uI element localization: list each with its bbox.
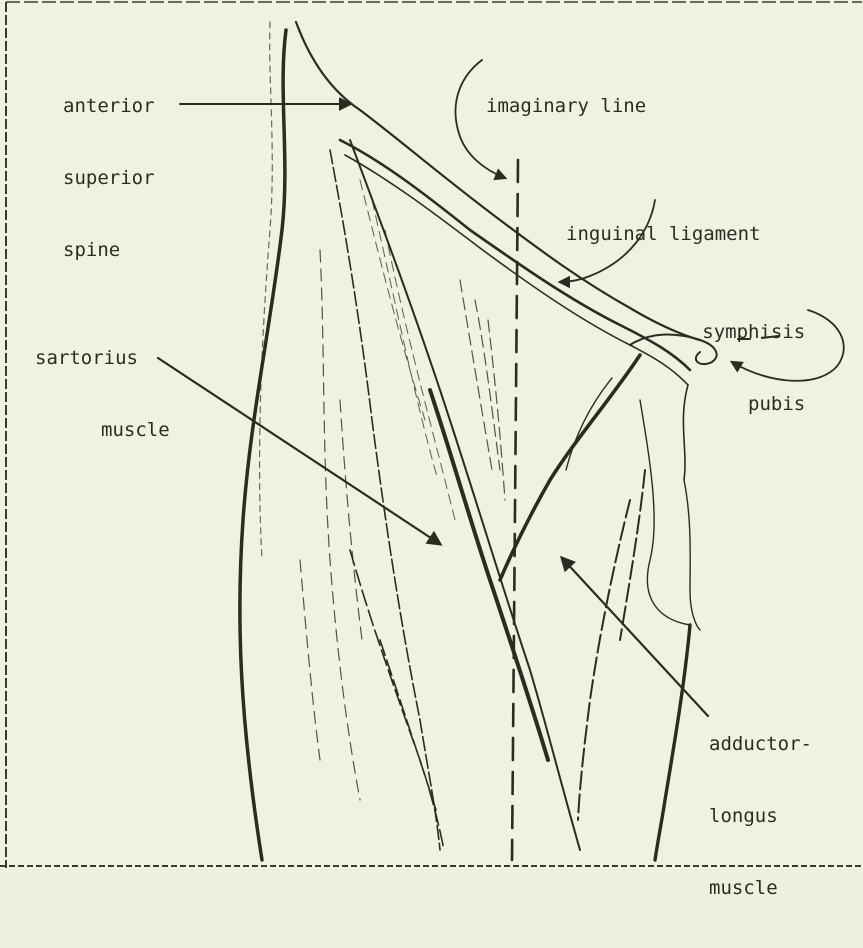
thigh-outer-outline xyxy=(240,30,286,860)
imaginary-line xyxy=(512,160,518,860)
sartorius-strong-edge xyxy=(430,390,548,760)
label-symphisis-pubis: symphisis pubis xyxy=(702,272,805,464)
label-line: inguinal ligament xyxy=(566,222,760,246)
label-line: symphisis xyxy=(702,320,805,344)
label-anterior-superior-spine: anterior superior spine xyxy=(63,46,155,310)
label-imaginary-line: imaginary line xyxy=(486,46,646,166)
thigh-outer-outline-shade xyxy=(260,22,273,560)
arrow-sartorius-muscle xyxy=(158,358,440,544)
label-line: longus xyxy=(709,804,812,828)
label-line: anterior xyxy=(63,94,155,118)
label-line: spine xyxy=(63,238,155,262)
anatomy-figure: anterior superior spine imaginary line i… xyxy=(0,0,863,869)
arrow-adductor-longus-muscle xyxy=(562,558,708,716)
label-sartorius-muscle: sartorius muscle xyxy=(35,298,170,490)
label-line: sartorius xyxy=(35,346,170,370)
iliopsoas-fibers xyxy=(460,280,505,500)
label-line: superior xyxy=(63,166,155,190)
label-line: pubis xyxy=(702,392,805,416)
rectus-femoris-strokes xyxy=(300,250,362,800)
adductor-longus-lower-line xyxy=(655,625,690,860)
label-line: adductor- xyxy=(709,732,812,756)
label-line: muscle xyxy=(709,876,812,900)
label-adductor-longus-muscle: adductor- longus muscle xyxy=(709,684,812,948)
sartorius-fibers xyxy=(360,180,455,520)
label-line: muscle xyxy=(35,418,170,442)
sartorius-lateral-border xyxy=(330,150,440,850)
medial-thigh-outline xyxy=(684,480,700,630)
pubis-lower-edge xyxy=(683,385,688,480)
gracilis-outline xyxy=(640,400,690,625)
label-line: imaginary line xyxy=(486,94,646,118)
adductor-longus-fibers xyxy=(578,470,645,820)
